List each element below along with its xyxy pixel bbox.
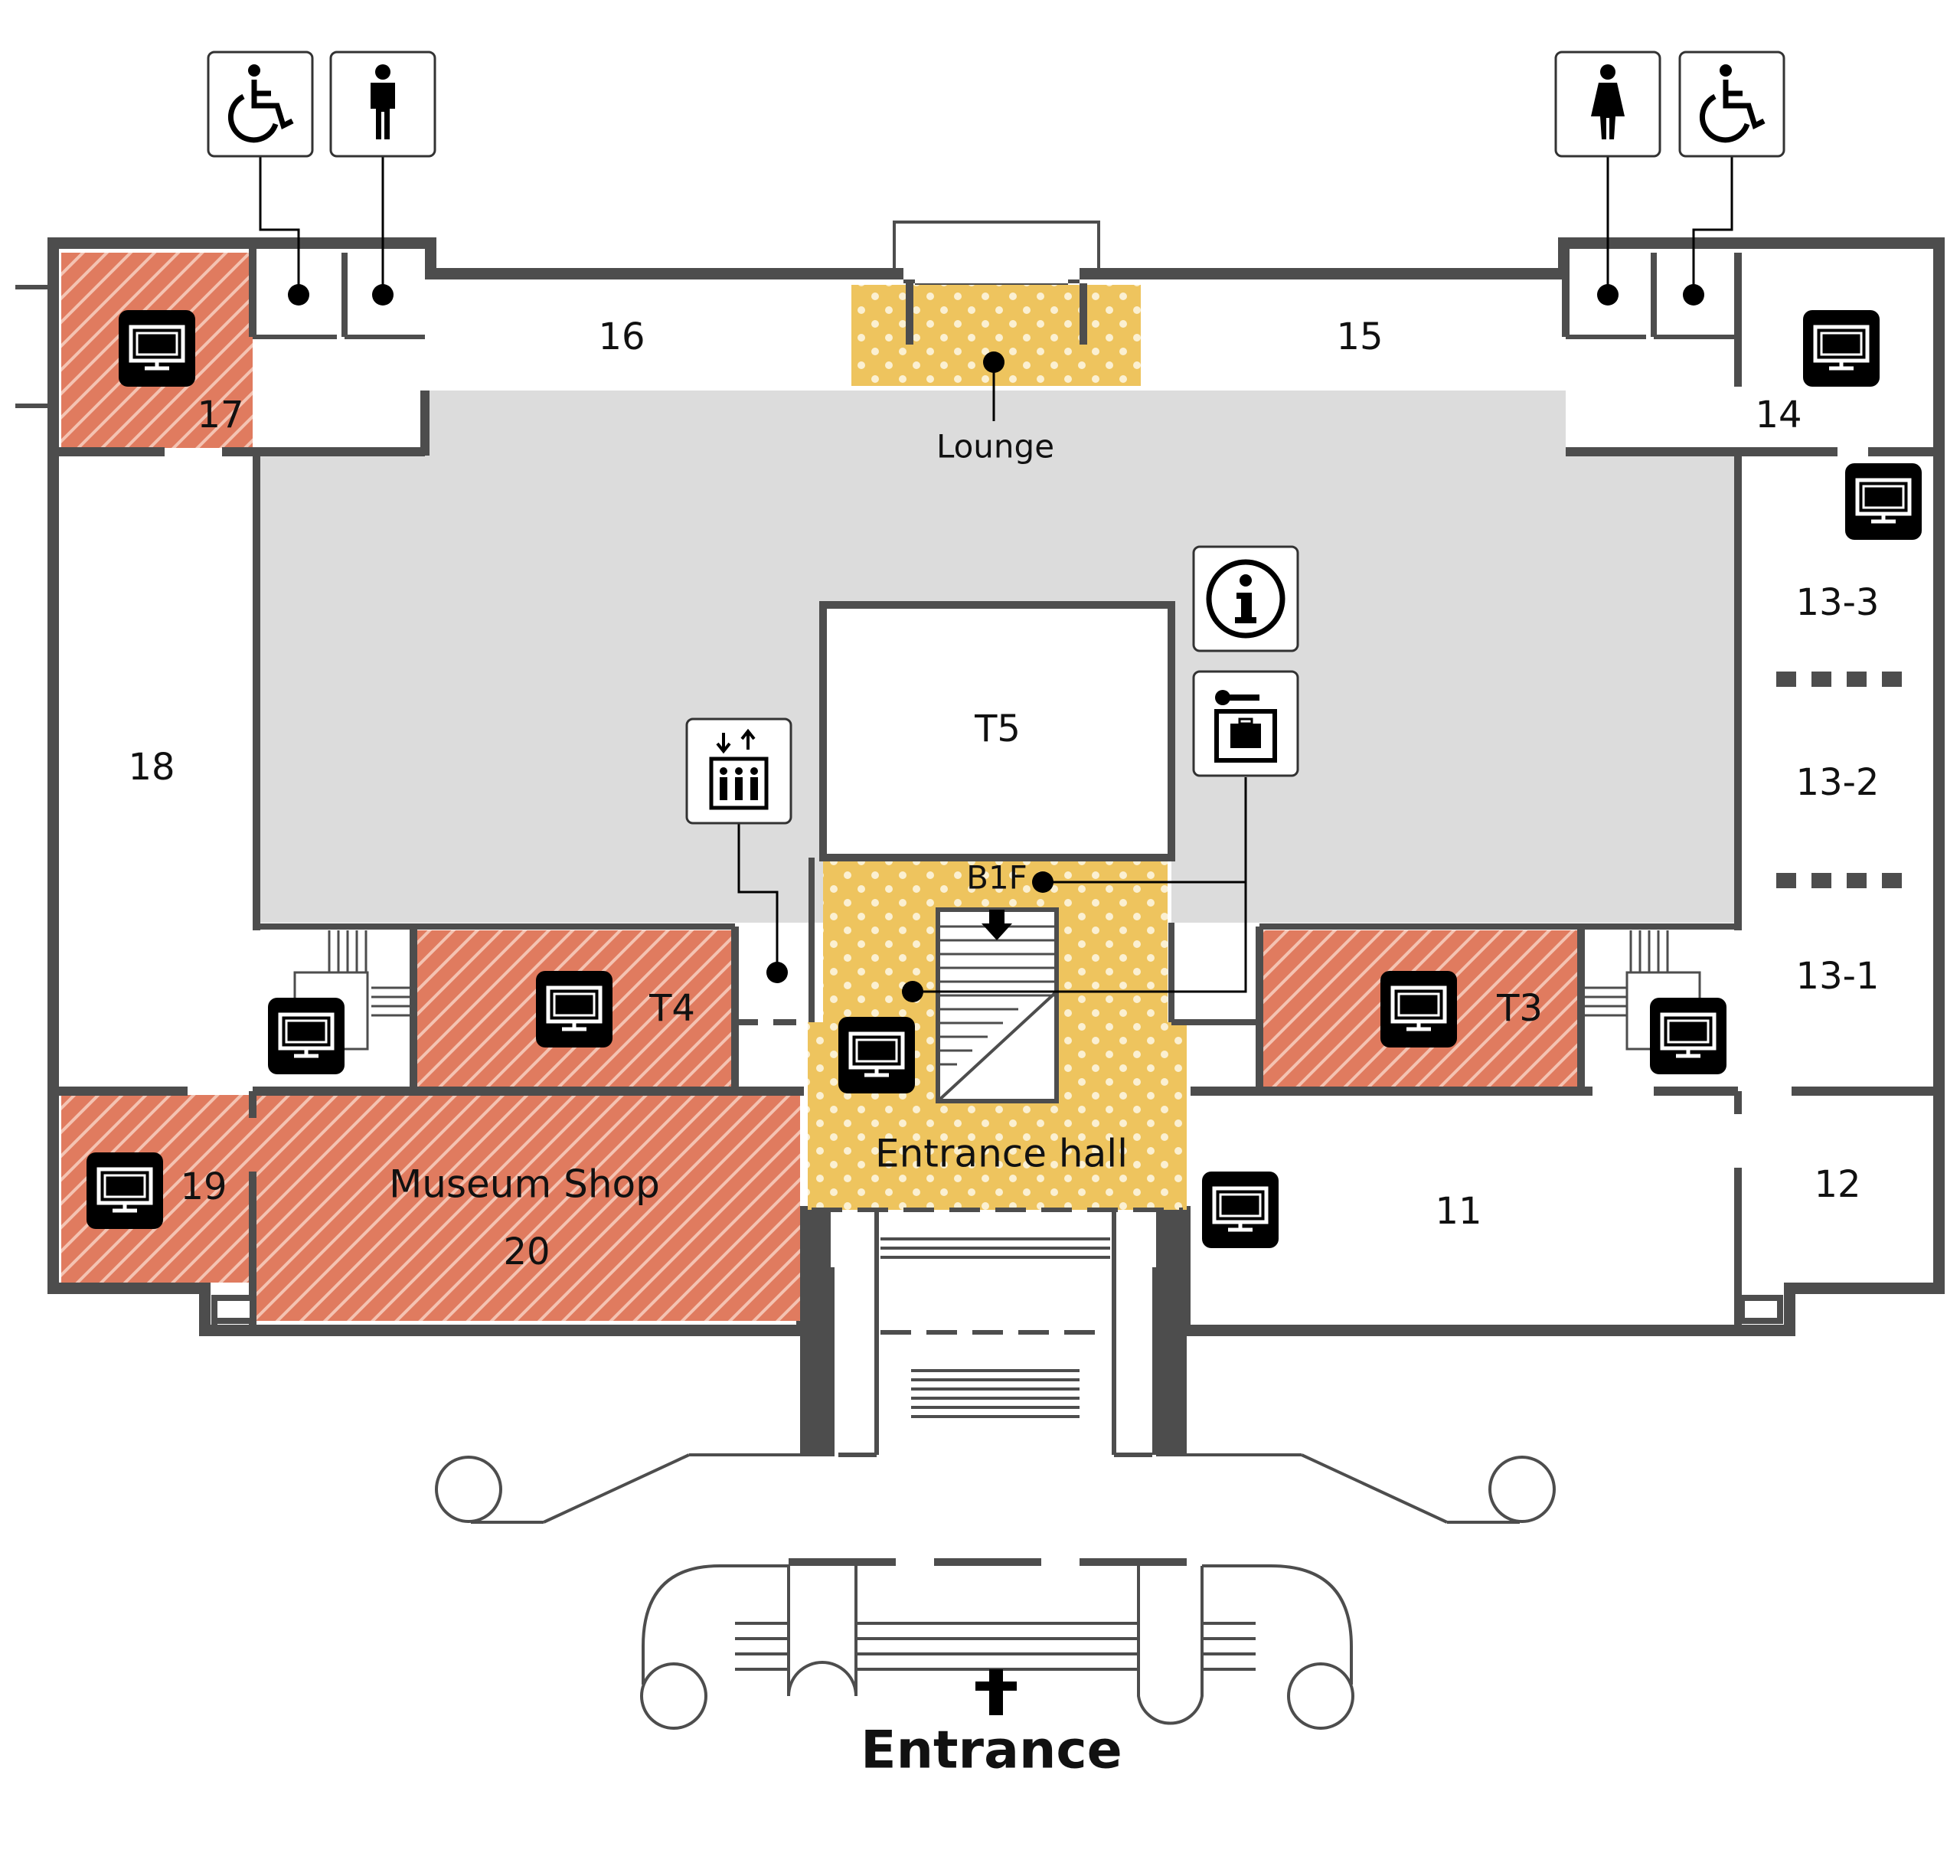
room-label-19: 19 [180,1165,227,1208]
monitor-icon [1202,1172,1279,1248]
elevator-icon [709,728,769,810]
monitor-icon [119,310,195,387]
monitor-icon [838,1017,915,1093]
restroom-sign-wheelchair-right [1678,51,1785,158]
room-label-13-2: 13-2 [1796,761,1880,804]
monitor-icon [1650,998,1726,1074]
monitor-icon [1380,971,1457,1047]
room-19-20-area [61,1095,800,1321]
stairs-b1f [936,907,1059,1103]
restroom-sign-women [1554,51,1661,158]
room-label-14: 14 [1755,394,1802,436]
entrance-approach [435,1210,1556,1730]
locker-sign [1192,670,1299,777]
monitor-icon [1845,463,1922,540]
monitor-icon [1803,310,1880,387]
room-label-13-1: 13-1 [1796,955,1880,998]
room-label-18: 18 [128,746,175,789]
room-label-t4: T4 [648,987,695,1030]
restroom-sign-wheelchair-left [207,51,314,158]
museum-shop-label: Museum Shop [389,1162,660,1207]
elevator-sign [685,717,792,825]
room-label-16: 16 [598,315,645,358]
lounge-label: Lounge [936,428,1054,466]
entrance-hall-label: Entrance hall [875,1132,1128,1176]
monitor-icon [536,971,612,1047]
room-label-11: 11 [1435,1190,1481,1233]
monitor-icon [268,998,345,1074]
stairs-down-arrow-icon [982,910,1012,940]
room-label-20: 20 [503,1231,550,1273]
building-walls [47,237,1945,1447]
main-gallery-corridor [256,391,1738,923]
interior-walls [15,221,1945,1336]
b1f-label: B1F [966,859,1027,897]
room-label-t5: T5 [974,708,1021,750]
room-label-12: 12 [1814,1163,1860,1206]
monitor-icon [87,1152,163,1229]
sign-leaders [259,157,1733,1002]
room-label-t3: T3 [1496,987,1543,1030]
room-label-15: 15 [1336,315,1383,358]
entrance-arrow-icon [975,1669,1017,1715]
information-icon [1206,559,1285,639]
entrance-label: Entrance [861,1721,1122,1781]
room-label-17: 17 [197,394,243,436]
side-stairs [293,930,1701,1051]
coin-locker-icon [1214,690,1277,763]
restroom-sign-men [329,51,436,158]
room-label-13-3: 13-3 [1796,581,1880,624]
information-sign [1192,545,1299,652]
